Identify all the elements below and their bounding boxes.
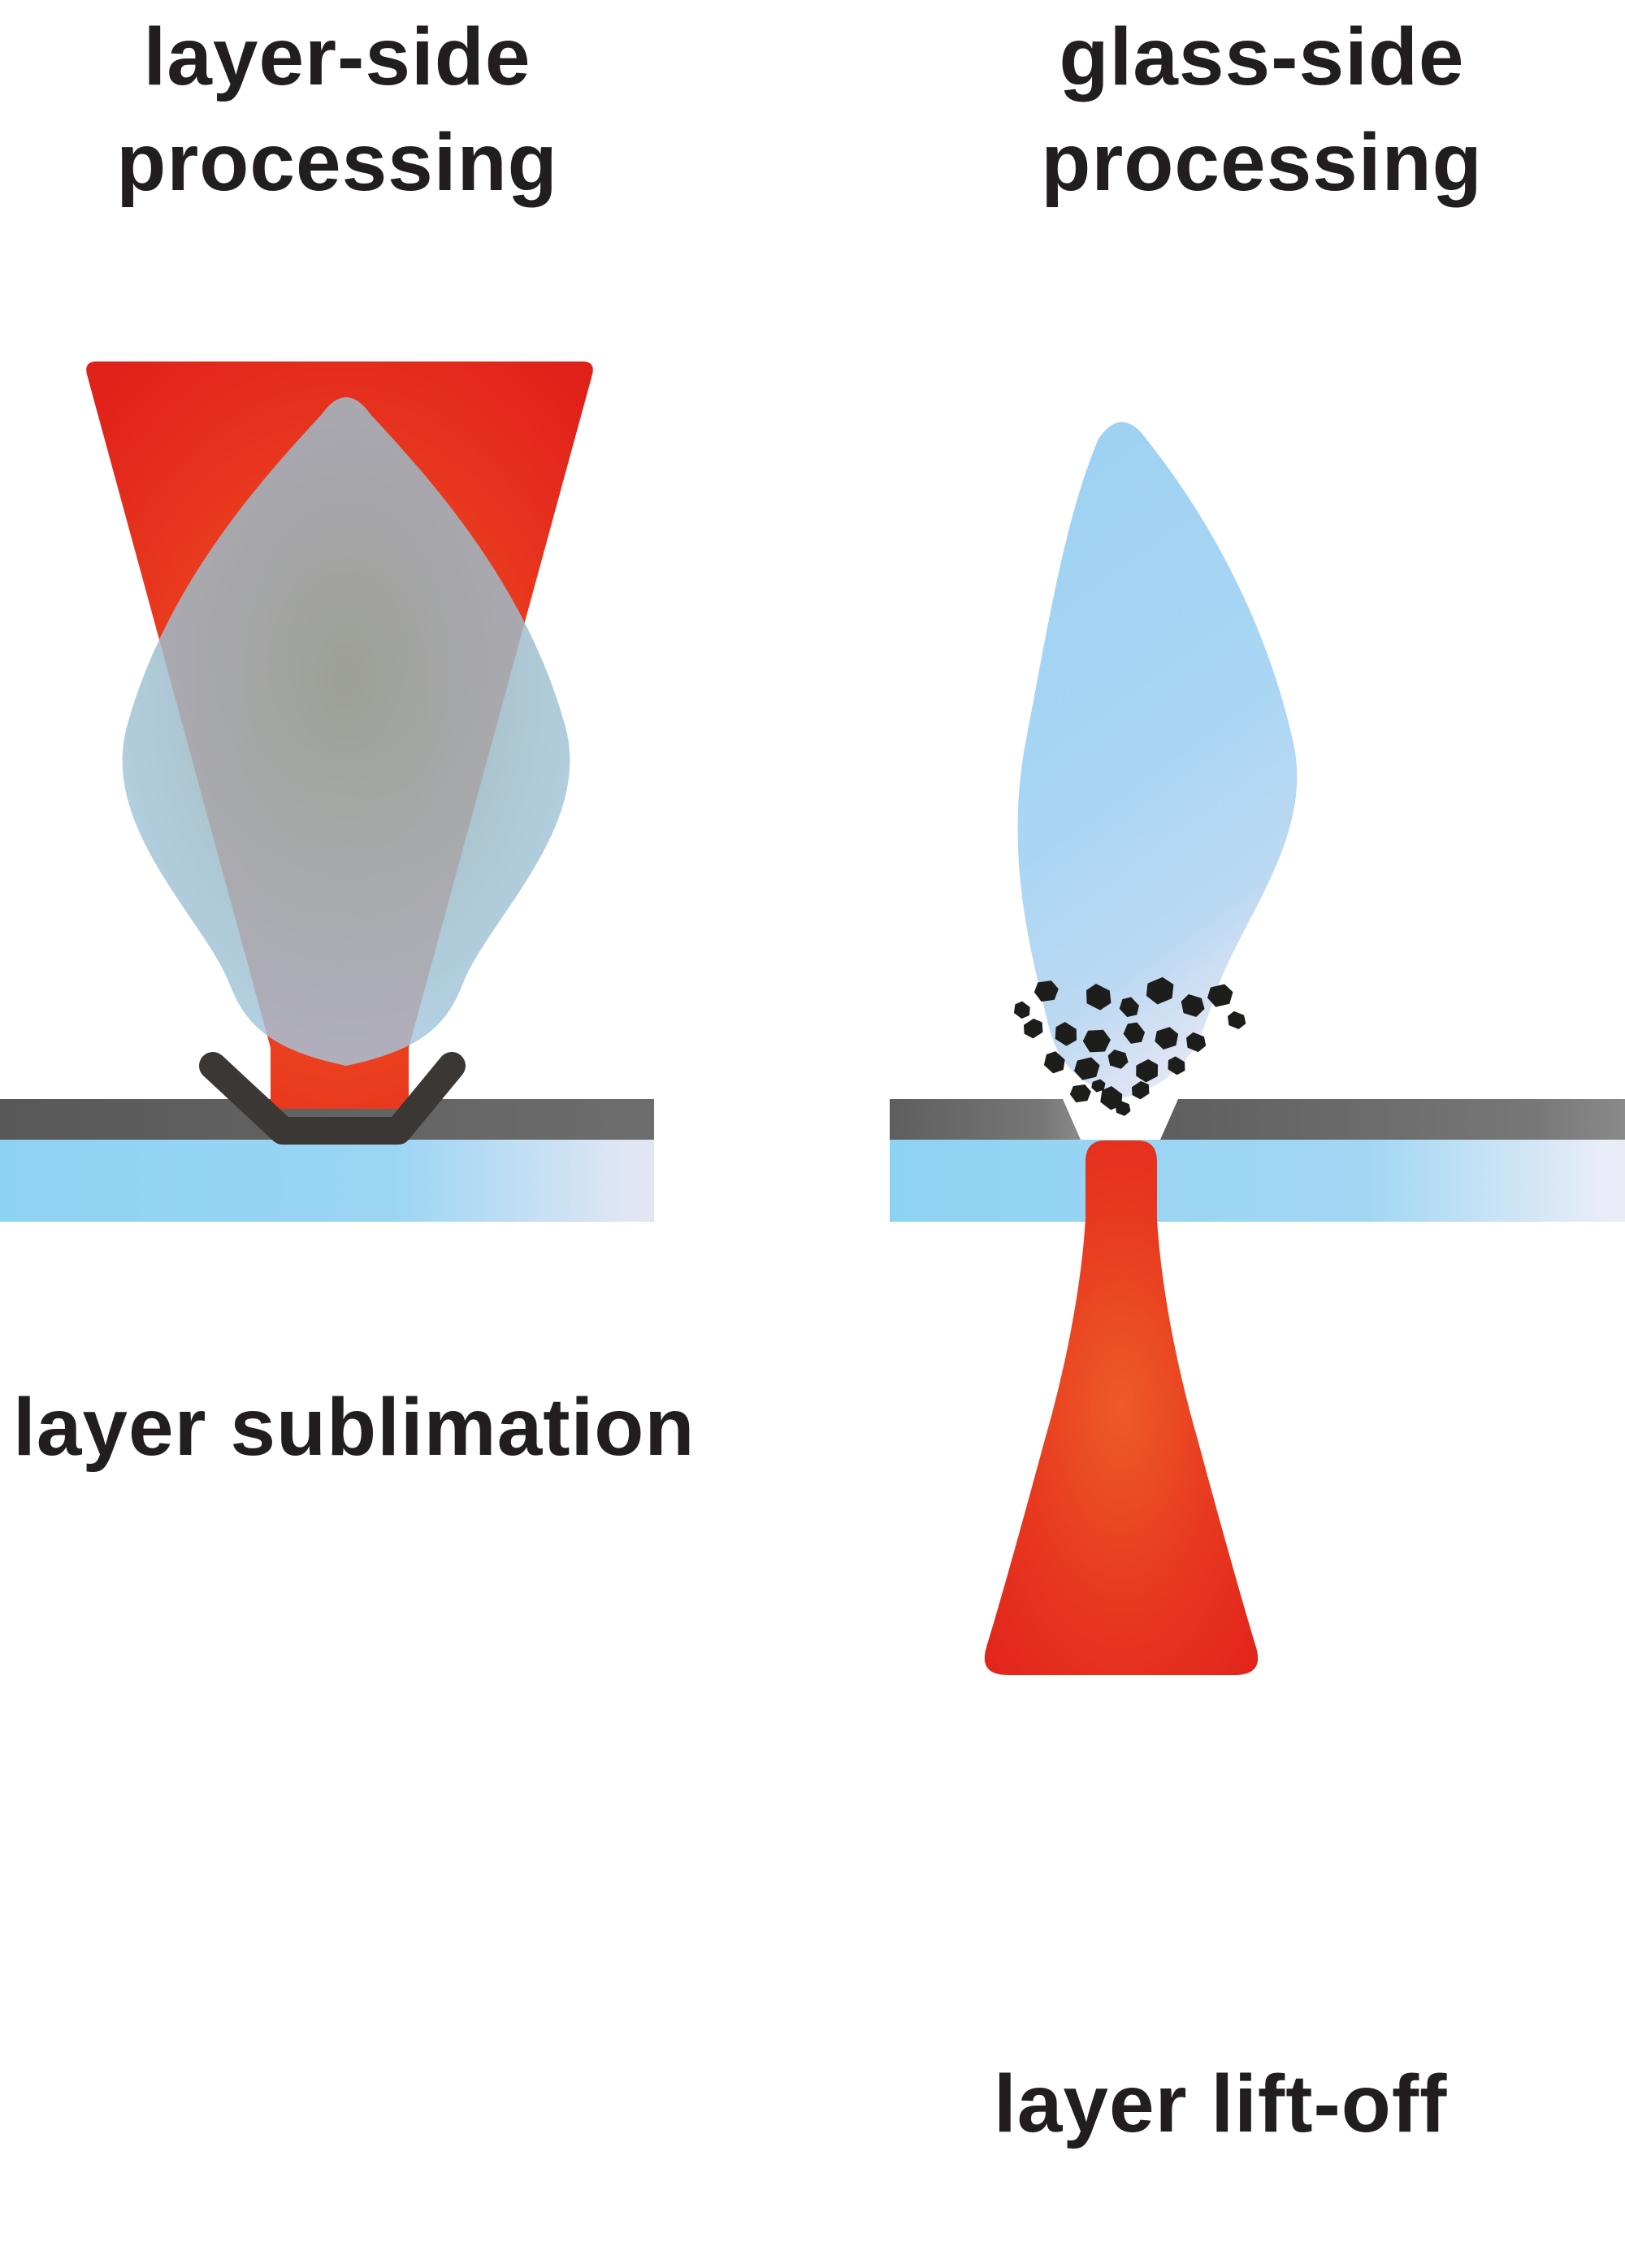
left-title-line2: processing bbox=[116, 117, 558, 208]
left-column-title: layer-side processing bbox=[116, 4, 558, 215]
debris-particle bbox=[1020, 1015, 1047, 1042]
right-column-title: glass-side processing bbox=[1041, 4, 1483, 215]
debris-particle bbox=[1179, 993, 1207, 1019]
debris-particle bbox=[1131, 1055, 1163, 1087]
left-process-caption: layer sublimation bbox=[13, 1382, 696, 1473]
right-title-line1: glass-side bbox=[1059, 11, 1465, 102]
debris-particle bbox=[1071, 1054, 1103, 1083]
right-layer-film-left-part bbox=[890, 1099, 1081, 1140]
left-melt-splash bbox=[199, 1052, 466, 1145]
left-title-line1: layer-side bbox=[143, 11, 531, 102]
debris-particle bbox=[1120, 1019, 1150, 1049]
debris-particle bbox=[1032, 978, 1061, 1005]
debris-particle bbox=[1106, 1049, 1129, 1070]
debris-particle bbox=[1051, 1019, 1081, 1049]
right-title-line2: processing bbox=[1041, 117, 1483, 208]
debris-particle bbox=[1011, 999, 1034, 1021]
right-glass-substrate bbox=[890, 1140, 1625, 1222]
debris-particle bbox=[1081, 981, 1116, 1013]
debris-particle bbox=[1128, 1078, 1153, 1103]
left-vapor-plume bbox=[122, 397, 570, 1066]
right-process-caption: layer lift-off bbox=[994, 2058, 1448, 2149]
debris-particle bbox=[1068, 1082, 1094, 1105]
left-glass-substrate bbox=[0, 1140, 654, 1222]
right-layer-film-right-part bbox=[1160, 1099, 1625, 1140]
debris-particle bbox=[1142, 972, 1180, 1009]
debris-particle bbox=[1225, 1010, 1248, 1031]
debris-particle bbox=[1204, 980, 1236, 1010]
right-laser-beam bbox=[984, 1140, 1259, 1675]
debris-particle bbox=[1164, 1054, 1189, 1077]
debris-particle bbox=[1116, 993, 1143, 1021]
debris-particle bbox=[1184, 1031, 1209, 1054]
debris-particle bbox=[1040, 1048, 1070, 1077]
debris-particle bbox=[1081, 1027, 1113, 1054]
right-ejection-plume bbox=[1017, 422, 1298, 1098]
debris-particle bbox=[1151, 1024, 1182, 1053]
